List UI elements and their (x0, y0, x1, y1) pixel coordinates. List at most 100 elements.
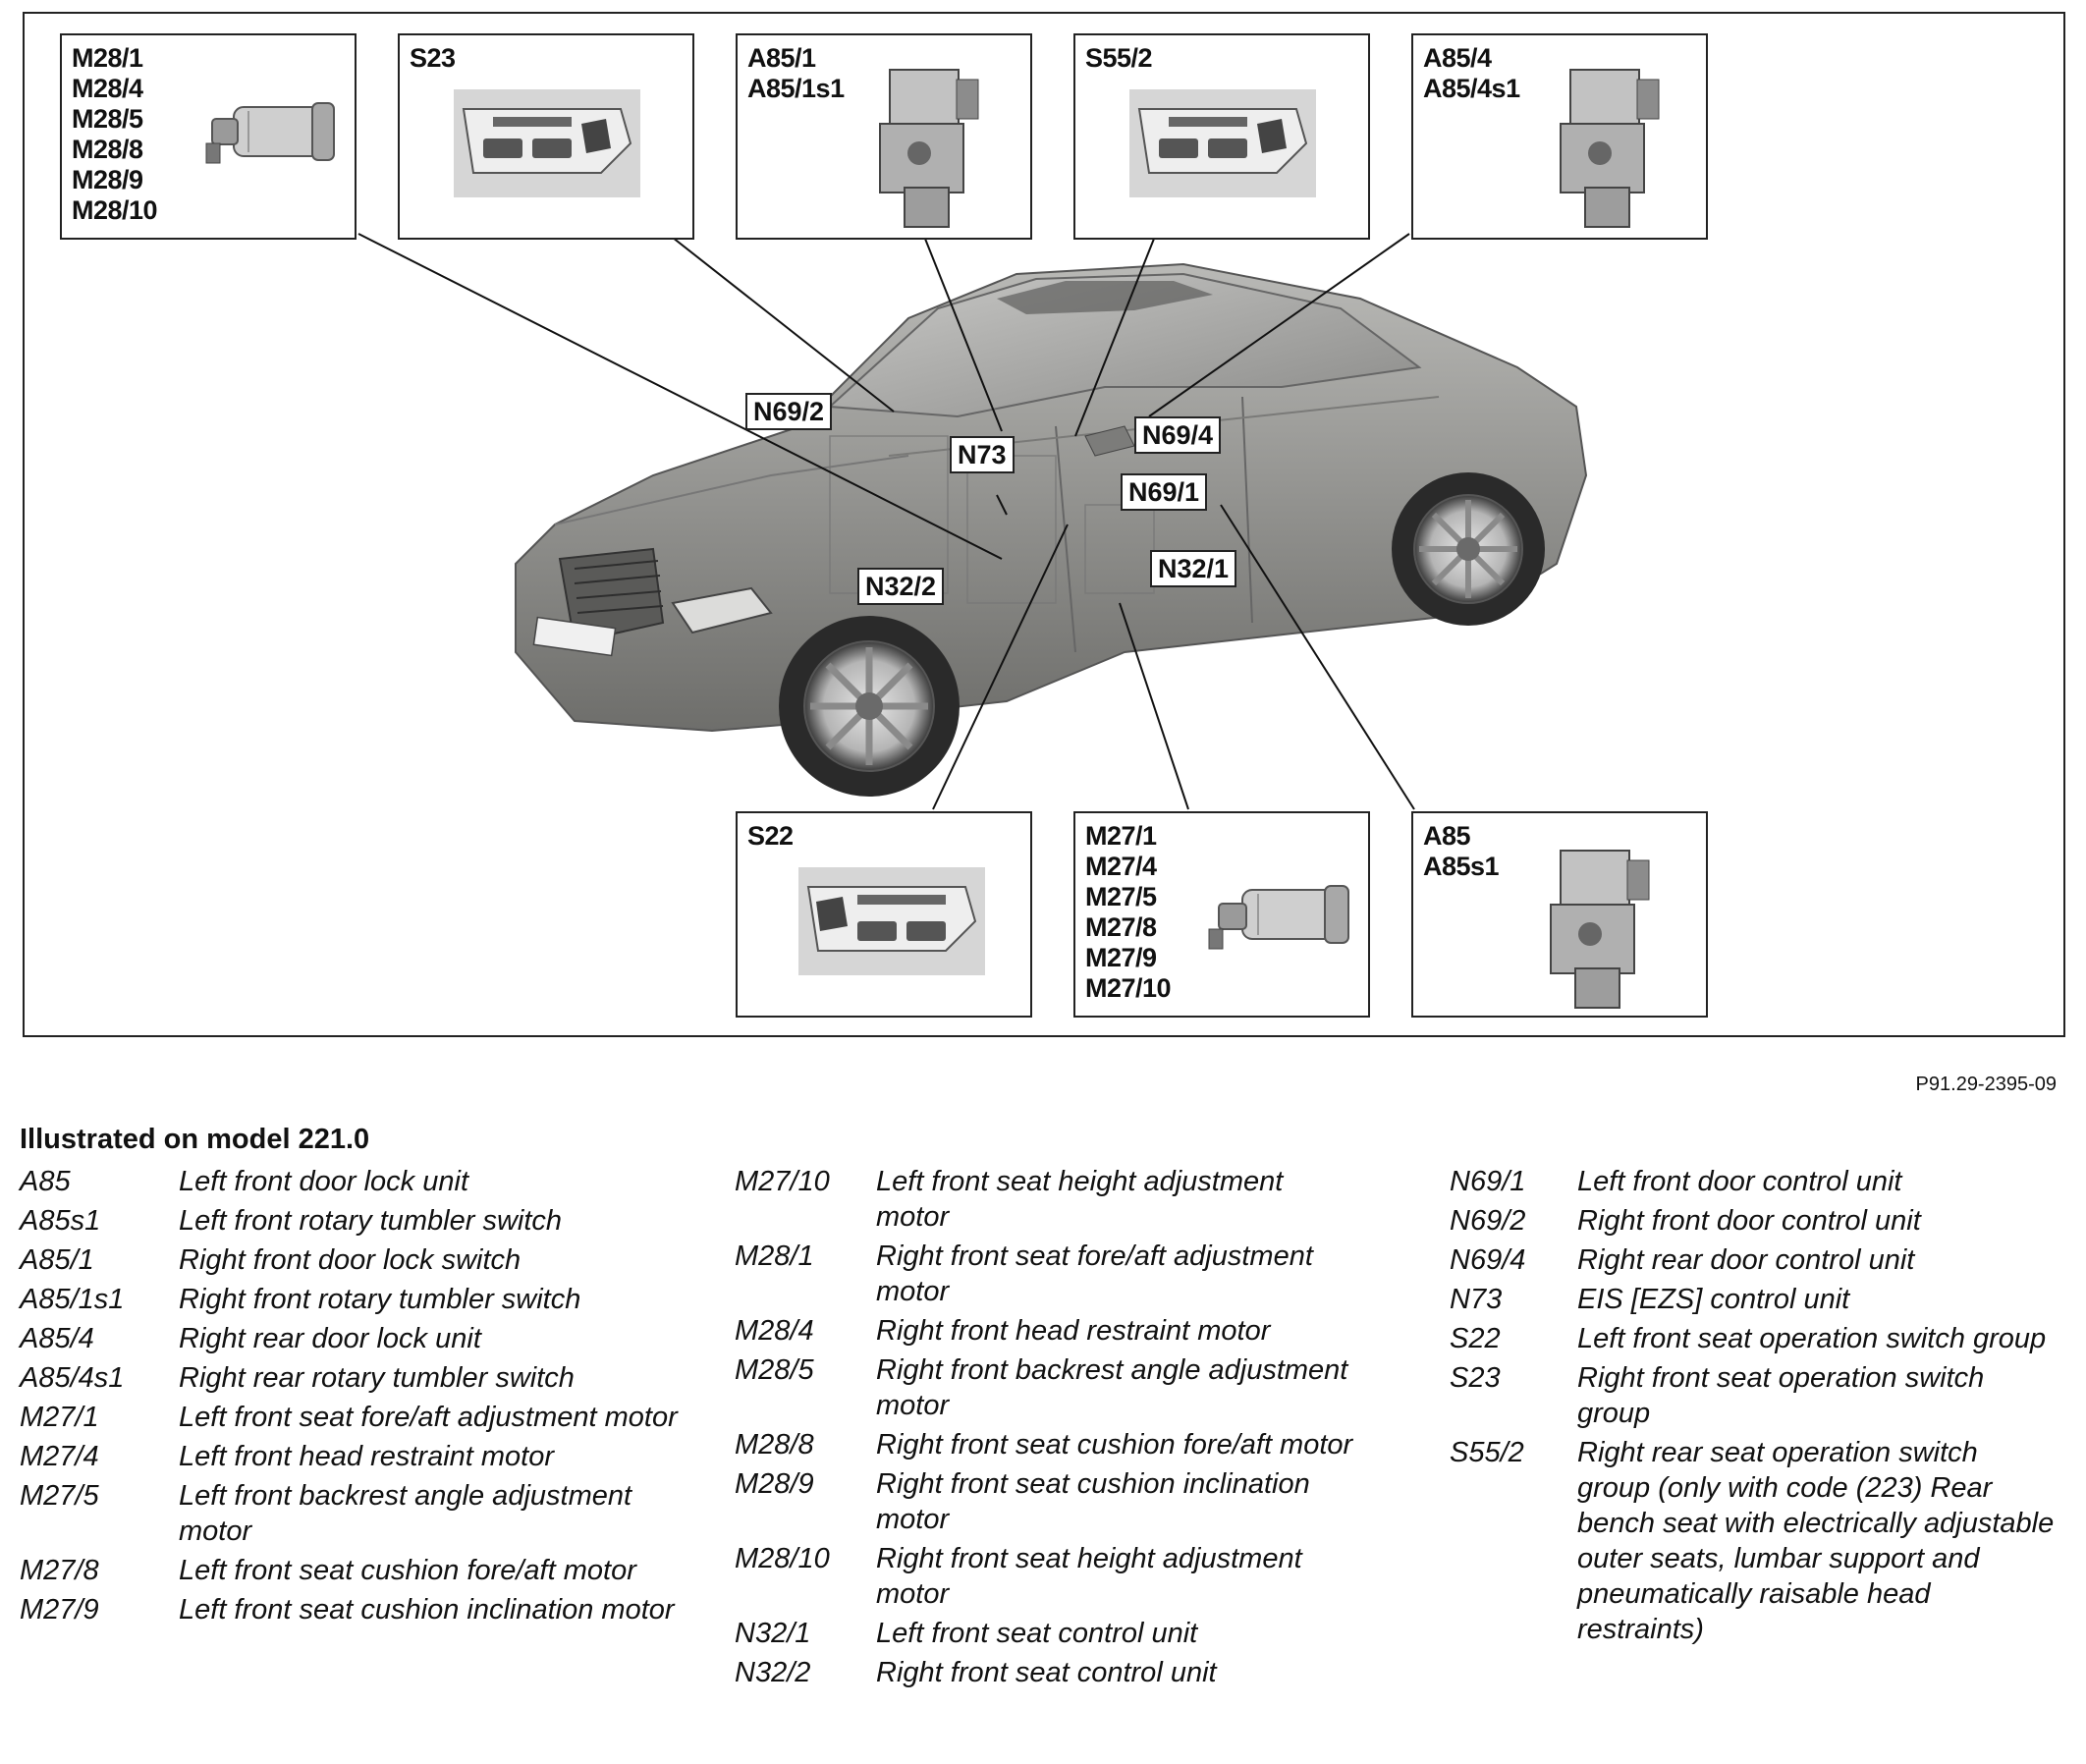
seat-switch-panel-icon (454, 89, 640, 197)
legend-description: Right front backrest angle adjustment mo… (876, 1354, 1348, 1421)
legend-code: A85/4s1 (20, 1362, 125, 1394)
callout-s23: S23 (398, 33, 694, 240)
callout-label: M27/8 (1085, 912, 1157, 942)
legend-column-2: M27/10 Left front seat height adjustment … (735, 1164, 1363, 1694)
legend-code: A85/1 (20, 1244, 94, 1276)
rear-wheel (1392, 472, 1545, 626)
legend-code: M27/1 (20, 1402, 99, 1433)
callout-s22: S22 (736, 811, 1032, 1018)
legend-description: Left front seat cushion fore/aft motor (179, 1555, 636, 1586)
legend-code: M27/10 (735, 1166, 830, 1197)
door-lock-unit-icon (1550, 850, 1650, 1009)
legend-entry: M28/8 Right front seat cushion fore/aft m… (735, 1427, 1363, 1462)
legend-description: Right front door control unit (1577, 1205, 1921, 1237)
callout-seat-motors-left: M27/1 M27/4 M27/5 M27/8 M27/9 M27/10 (1073, 811, 1370, 1018)
legend-description: EIS [EZS] control unit (1577, 1284, 1850, 1315)
callout-a85-1: A85/1 A85/1s1 (736, 33, 1032, 240)
legend-entry: A85/4 Right rear door lock unit (20, 1321, 687, 1356)
callout-label: M28/8 (72, 135, 143, 164)
legend-code: A85/4 (20, 1323, 94, 1354)
legend-entry: A85/1 Right front door lock switch (20, 1242, 687, 1278)
legend-description: Left front backrest angle adjustment mot… (179, 1480, 632, 1547)
car-label-n69-1: N69/1 (1121, 473, 1208, 511)
callout-labels: M28/1 M28/4 M28/5 M28/8 M28/9 M28/10 (72, 43, 158, 226)
legend-entry: M27/10 Left front seat height adjustment … (735, 1164, 1363, 1235)
callout-label: A85/1 (747, 43, 816, 73)
legend-entry: M27/1 Left front seat fore/aft adjustment… (20, 1400, 687, 1435)
car-label-n32-2: N32/2 (857, 568, 945, 605)
callout-label: M27/10 (1085, 973, 1172, 1003)
legend-description: Left front seat operation switch group (1577, 1323, 2047, 1354)
callout-label: S22 (747, 821, 794, 851)
door-lock-unit-icon (879, 69, 979, 228)
legend-description: Right front seat control unit (876, 1657, 1217, 1688)
legend-code: M28/1 (735, 1240, 814, 1272)
legend-description: Left front head restraint motor (179, 1441, 555, 1472)
car-label-n69-4: N69/4 (1134, 416, 1222, 454)
figure-code: P91.29-2395-09 (1915, 1074, 2057, 1095)
legend-code: M28/9 (735, 1468, 814, 1500)
legend-code: A85s1 (20, 1205, 101, 1237)
car-label-n32-1: N32/1 (1150, 550, 1237, 587)
legend-code: M27/8 (20, 1555, 99, 1586)
callout-label: M27/4 (1085, 852, 1157, 881)
legend-code: M28/4 (735, 1315, 814, 1347)
callout-label: M28/10 (72, 195, 158, 225)
legend-description: Left front door lock unit (179, 1166, 468, 1197)
callout-label: M28/4 (72, 74, 143, 103)
legend-description: Right front seat cushion fore/aft motor (876, 1429, 1353, 1461)
callout-label: A85 (1423, 821, 1471, 851)
callout-label: M27/5 (1085, 882, 1157, 911)
legend-entry: N32/2 Right front seat control unit (735, 1655, 1363, 1690)
seat-motor-icon (205, 102, 335, 164)
legend-code: S55/2 (1450, 1437, 1524, 1468)
legend-code: M28/8 (735, 1429, 814, 1461)
callout-label: S23 (410, 43, 456, 73)
legend-entry: S55/2 Right rear seat operation switch gr… (1450, 1435, 2059, 1647)
legend-description: Left front seat fore/aft adjustment moto… (179, 1402, 678, 1433)
door-lock-unit-icon (1560, 69, 1660, 228)
legend-code: N32/2 (735, 1657, 811, 1688)
legend-description: Left front door control unit (1577, 1166, 1902, 1197)
callout-label: M27/1 (1085, 821, 1157, 851)
legend-description: Right rear seat operation switch group (… (1577, 1437, 2055, 1645)
legend-code: N32/1 (735, 1618, 811, 1649)
callout-label: M27/9 (1085, 943, 1157, 972)
legend-description: Left front seat cushion inclination moto… (179, 1594, 675, 1626)
seat-motor-icon (1208, 885, 1349, 950)
legend-description: Right front door lock switch (179, 1244, 522, 1276)
car-illustration (357, 233, 1588, 810)
car-label-n73: N73 (950, 436, 1015, 473)
callout-a85: A85 A85s1 (1411, 811, 1708, 1018)
front-wheel (779, 616, 960, 797)
callout-seat-motors-right: M28/1 M28/4 M28/5 M28/8 M28/9 M28/10 (60, 33, 357, 240)
callout-label: M28/1 (72, 43, 143, 73)
callout-label: M28/5 (72, 104, 143, 134)
legend-description: Right rear door lock unit (179, 1323, 481, 1354)
legend-code: M28/10 (735, 1543, 830, 1574)
seat-switch-panel-icon (798, 867, 985, 975)
legend-code: A85 (20, 1166, 71, 1197)
leader-lines (357, 233, 1415, 810)
legend-entry: A85/4s1 Right rear rotary tumbler switch (20, 1360, 687, 1396)
legend-code: M28/5 (735, 1354, 814, 1386)
legend-entry: M27/8 Left front seat cushion fore/aft mo… (20, 1553, 687, 1588)
legend-description: Left front seat height adjustment motor (876, 1166, 1284, 1233)
legend-description: Right rear door control unit (1577, 1244, 1915, 1276)
legend-description: Right rear rotary tumbler switch (179, 1362, 575, 1394)
